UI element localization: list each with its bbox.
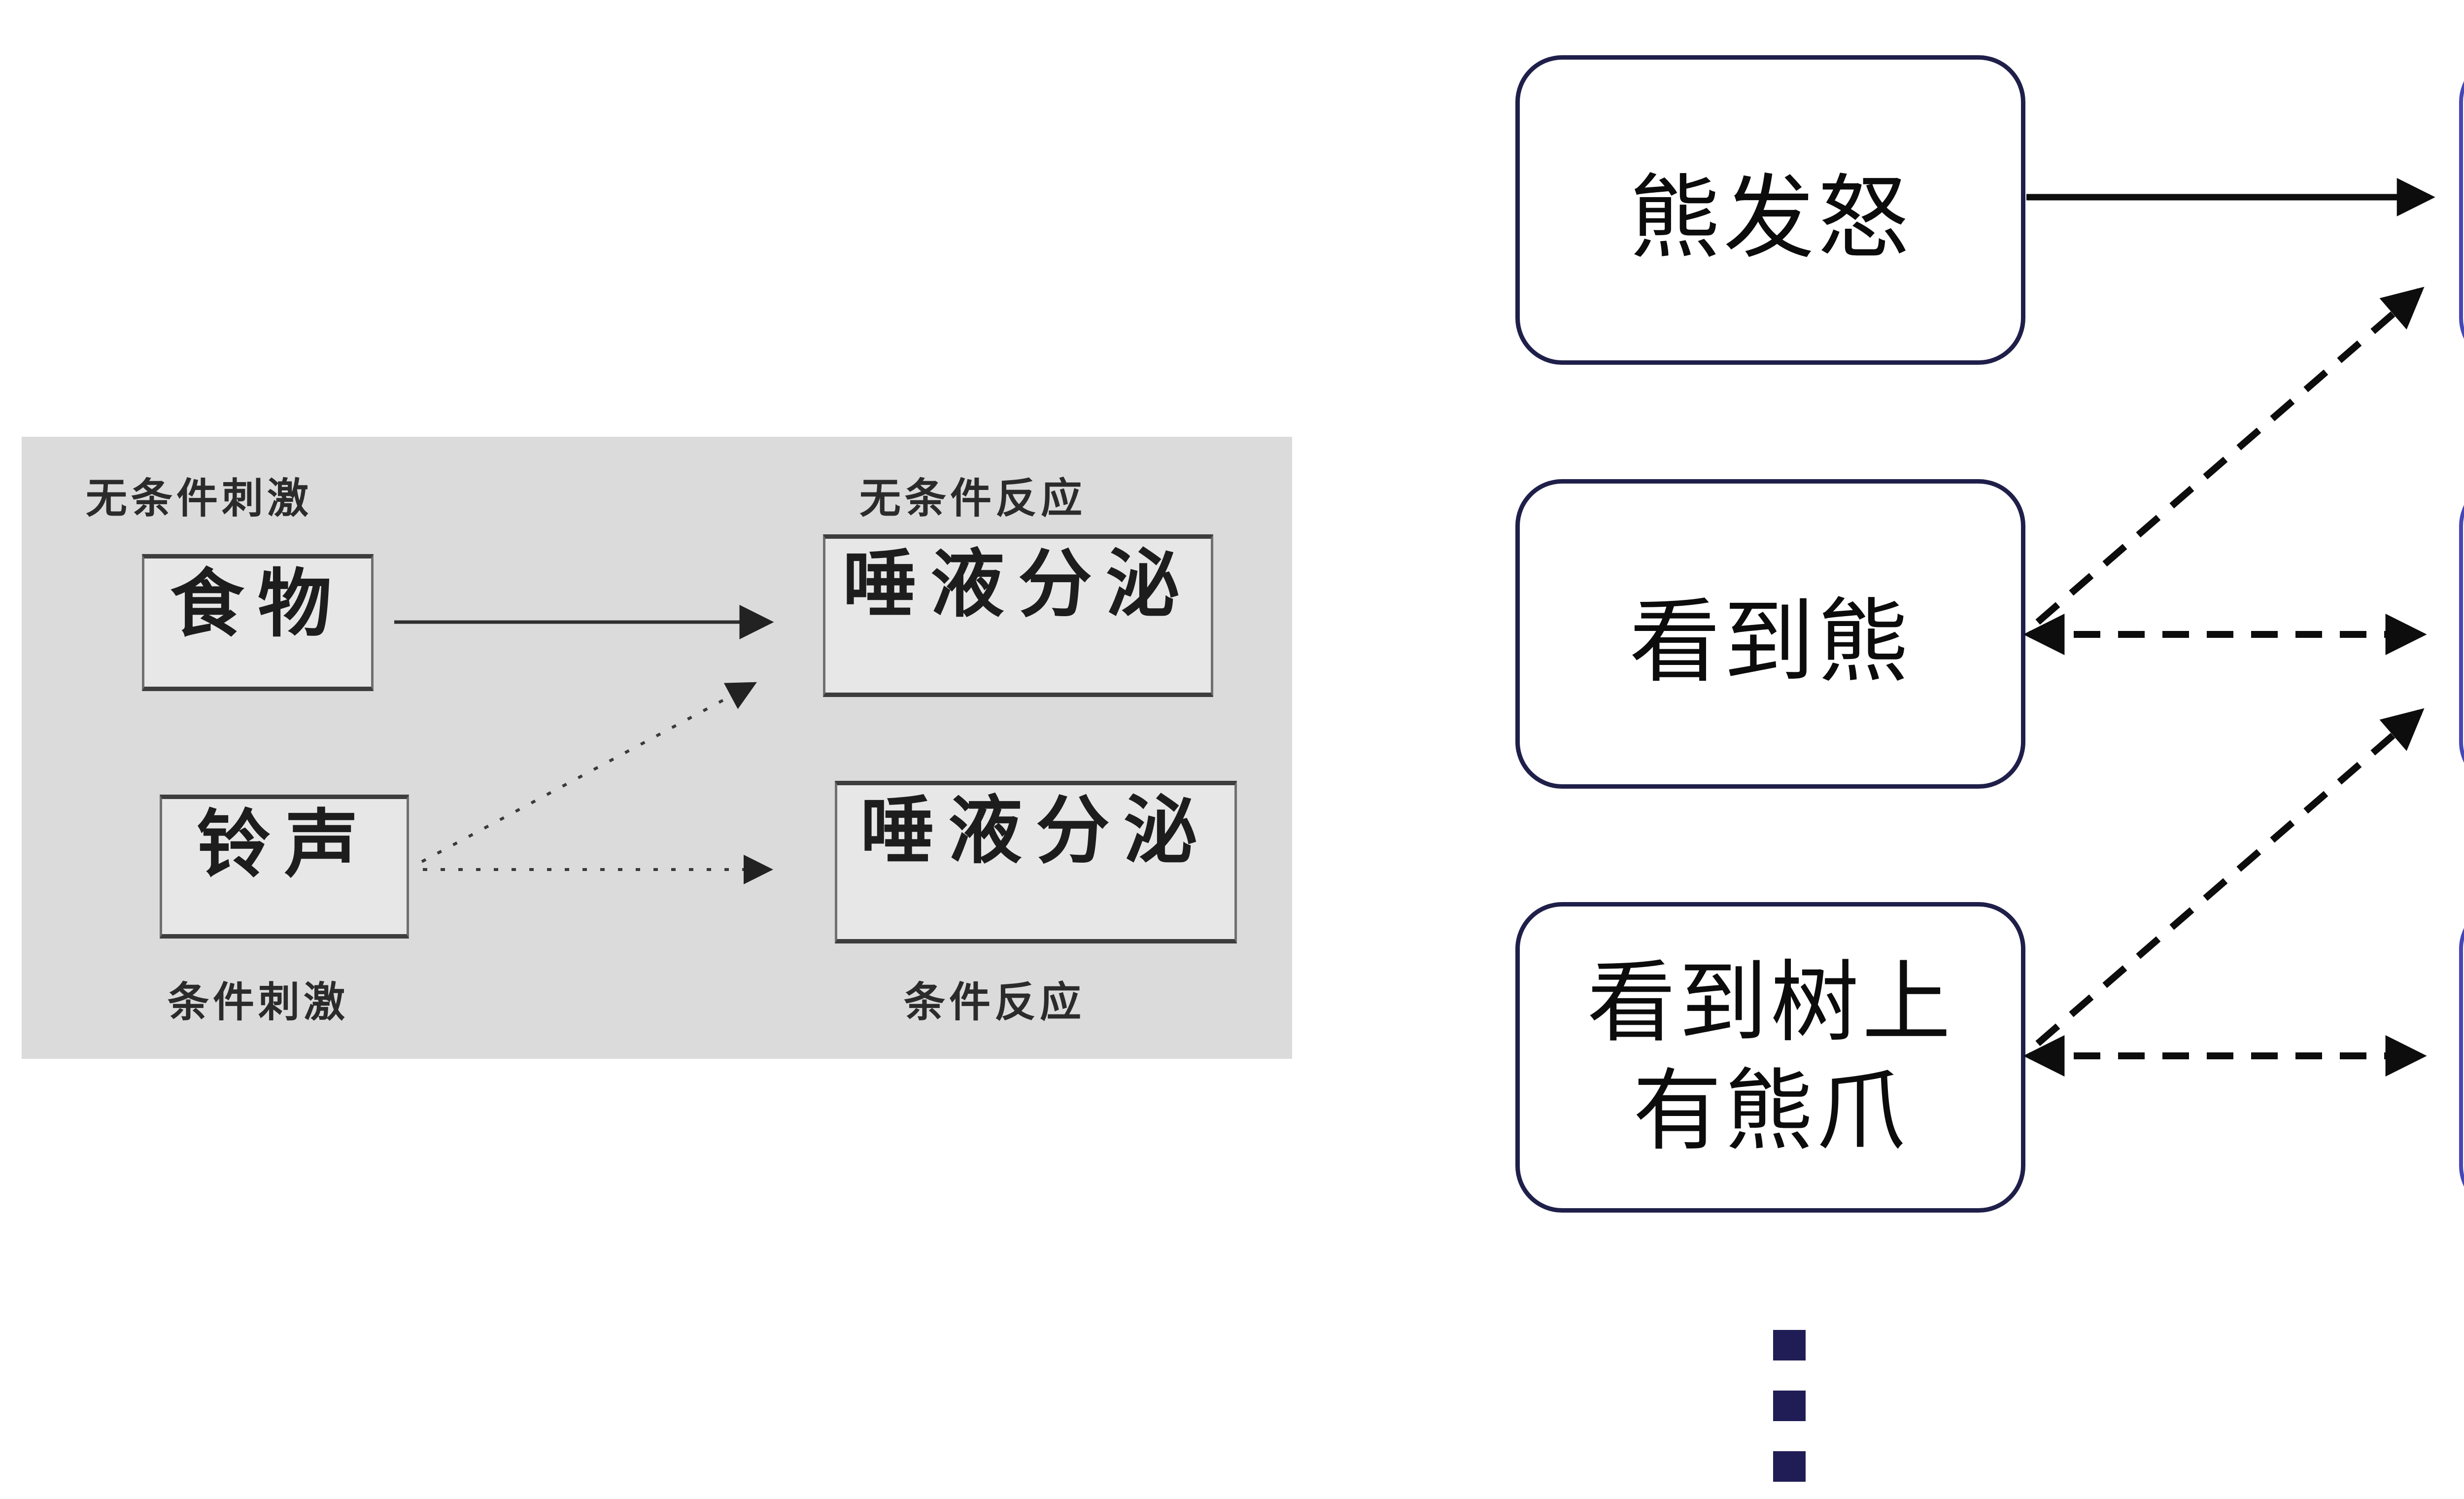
node-see-bear-label: 看到熊 [1629, 592, 1912, 693]
box-salivation-bottom-label: 唾液分泌 [860, 789, 1211, 872]
node-value-current: V(s) [2459, 902, 2464, 1213]
label-conditioned-stimulus: 条件刺激 [168, 979, 349, 1025]
node-reward: 奖励 [2459, 55, 2464, 365]
node-see-claws: 看到树上 有熊爪 [1515, 902, 2025, 1213]
node-see-claws-line1: 看到树上 [1587, 953, 1954, 1053]
node-bear-angry: 熊发怒 [1515, 55, 2025, 365]
box-salivation-top: 唾液分泌 [823, 534, 1213, 697]
box-bell: 铃声 [160, 795, 409, 939]
node-value-next: V(s′) [2459, 479, 2464, 789]
box-food-label: 食物 [170, 562, 345, 645]
left-ellipsis-dot-2 [1773, 1391, 1806, 1421]
left-ellipsis-dot-3 [1773, 1451, 1806, 1482]
conditioning-panel: 无条件刺激 无条件反应 食物 唾液分泌 铃声 唾液分泌 条件刺激 条件反应 [22, 437, 1292, 1059]
arrow-see-claws-to-value-next-dashed [2035, 708, 2425, 1046]
node-see-bear: 看到熊 [1515, 479, 2025, 789]
label-conditioned-response: 条件反应 [904, 979, 1086, 1025]
node-see-claws-line2: 有熊爪 [1633, 1062, 1908, 1161]
arrow-see-bear-to-reward-dashed [2035, 286, 2425, 625]
box-salivation-bottom: 唾液分泌 [835, 781, 1237, 943]
node-bear-angry-label: 熊发怒 [1629, 168, 1912, 269]
label-unconditioned-stimulus: 无条件刺激 [86, 475, 313, 522]
box-salivation-top-label: 唾液分泌 [842, 543, 1194, 626]
left-ellipsis-dot-1 [1773, 1330, 1806, 1360]
box-bell-label: 铃声 [196, 803, 372, 886]
box-food: 食物 [142, 554, 374, 691]
label-unconditioned-response: 无条件反应 [859, 475, 1087, 522]
